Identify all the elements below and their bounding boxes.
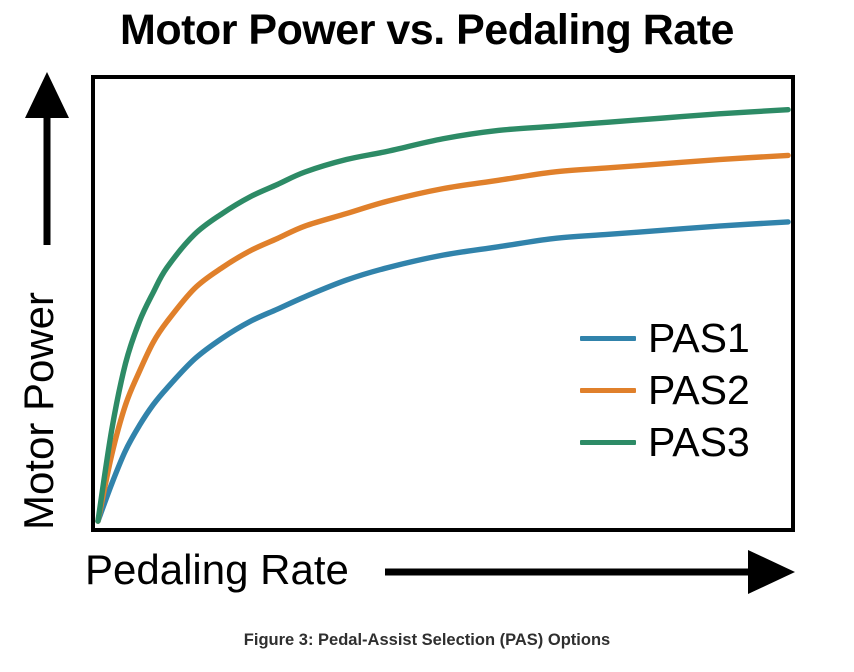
legend-item-pas1[interactable]: PAS1 xyxy=(580,312,780,364)
legend-label-pas3: PAS3 xyxy=(648,419,750,465)
series-line-pas2 xyxy=(95,152,791,524)
x-axis-arrow-icon xyxy=(385,550,795,594)
legend-swatch-pas3 xyxy=(580,439,636,445)
legend-swatch-pas2 xyxy=(580,387,636,393)
y-axis-label: Motor Power xyxy=(15,291,62,531)
y-axis: Motor Power xyxy=(12,70,82,535)
series-line-pas1 xyxy=(95,219,791,524)
legend-swatch-pas1 xyxy=(580,335,636,341)
chart-title: Motor Power vs. Pedaling Rate xyxy=(120,6,734,54)
legend-label-pas1: PAS1 xyxy=(648,315,750,361)
legend-item-pas2[interactable]: PAS2 xyxy=(580,364,780,416)
plot-curves xyxy=(95,106,791,524)
legend-item-pas3[interactable]: PAS3 xyxy=(580,416,780,468)
plot-area xyxy=(91,75,795,532)
y-axis-arrow-icon xyxy=(25,72,69,245)
x-axis: Pedaling Rate xyxy=(85,542,800,604)
series-line-pas3 xyxy=(95,106,791,524)
legend-label-pas2: PAS2 xyxy=(648,367,750,413)
figure-caption: Figure 3: Pedal-Assist Selection (PAS) O… xyxy=(243,631,611,649)
x-axis-label: Pedaling Rate xyxy=(85,546,349,593)
chart-legend: PAS1 PAS2 PAS3 xyxy=(580,312,780,468)
